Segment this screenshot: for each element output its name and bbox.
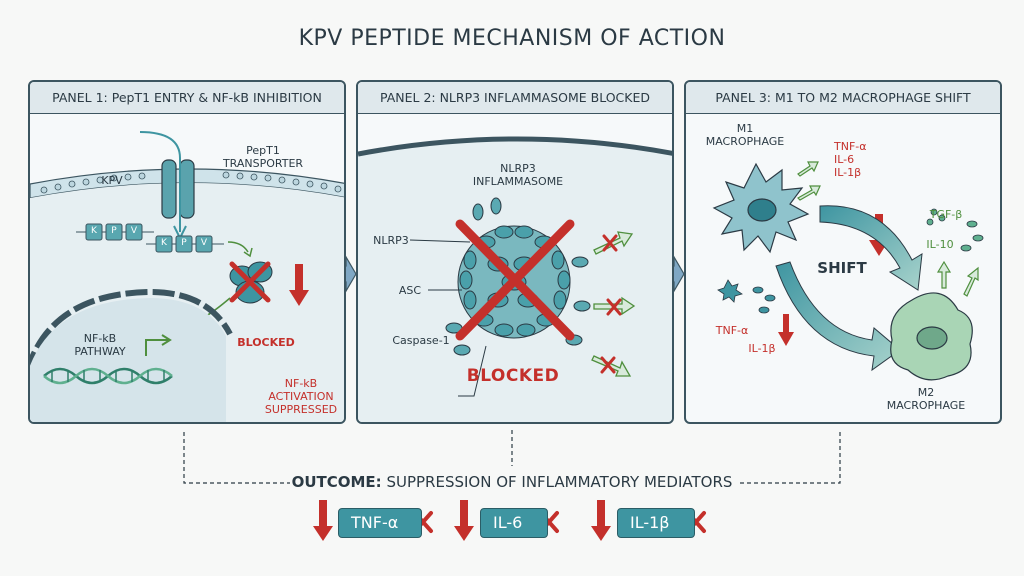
outcome-banner: OUTCOME: SUPPRESSION OF INFLAMMATORY MED… xyxy=(0,473,1024,491)
nucleus-membrane xyxy=(30,288,233,373)
asc-label: ASC xyxy=(398,284,422,297)
panel-2-header: PANEL 2: NLRP3 INFLAMMASOME BLOCKED xyxy=(358,82,672,114)
panel-3-illustration xyxy=(712,161,984,381)
residue-p: P xyxy=(111,226,117,236)
shift-arrow-upper xyxy=(819,205,923,291)
pept1-transporter-icon xyxy=(139,131,195,241)
page-title: KPV PEPTIDE MECHANISM OF ACTION xyxy=(298,26,726,51)
m2-label: M2 MACROPHAGE xyxy=(886,386,966,412)
mediator-il6: IL-6 xyxy=(480,508,548,538)
panel-2-illustration xyxy=(358,136,672,422)
activation-suppressed-label: NF-kB ACTIVATION SUPPRESSED xyxy=(264,377,338,416)
m1-cytokine-list: TNF-α IL-6 IL-1β xyxy=(834,140,867,179)
residue-k: K xyxy=(91,226,97,236)
kpv-peptide-internal xyxy=(146,235,224,253)
nlrp3-label: NLRP3 xyxy=(373,234,409,247)
low-il1b-label: IL-1β xyxy=(748,342,776,355)
m2-cytokine-particles xyxy=(926,208,984,252)
kpv-label: KPV xyxy=(101,174,123,187)
shift-label: SHIFT xyxy=(817,259,867,277)
outcome-text: SUPPRESSION OF INFLAMMATORY MEDIATORS xyxy=(381,473,733,491)
outcome-label: OUTCOME: xyxy=(291,473,382,491)
shift-arrow-lower xyxy=(775,261,901,372)
panel-3: PANEL 3: M1 TO M2 MACROPHAGE SHIFT xyxy=(684,80,1002,424)
m2-macrophage-icon xyxy=(890,292,973,381)
blocked-label: BLOCKED xyxy=(237,336,295,349)
low-tnf-label: TNF-α xyxy=(715,324,749,337)
decrease-arrow-icon xyxy=(289,264,309,306)
m1-label: M1 MACROPHAGE xyxy=(705,122,785,148)
residue-v: V xyxy=(130,226,138,236)
panel-3-header: PANEL 3: M1 TO M2 MACROPHAGE SHIFT xyxy=(686,82,1000,114)
blocked-label-large: BLOCKED xyxy=(466,366,560,386)
inflammasome-label: NLRP3 INFLAMMASOME xyxy=(472,162,564,188)
mediator-il1-beta: IL-1β xyxy=(617,508,695,538)
dna-helix-icon xyxy=(43,367,173,385)
caspase-label: Caspase-1 xyxy=(392,334,450,347)
mediator-tnf-alpha: TNF-α xyxy=(338,508,422,538)
transcription-arrow-icon xyxy=(145,339,168,356)
il10-label: IL-10 xyxy=(926,238,954,251)
residue-k-internal: K xyxy=(161,238,167,248)
m1-cytokine-particles xyxy=(717,279,776,314)
blocked-x-large-icon xyxy=(455,219,575,341)
m1-macrophage-icon xyxy=(712,162,810,254)
panel-1-header: PANEL 1: PepT1 ENTRY & NF-kB INHIBITION xyxy=(30,82,344,114)
decrease-arrow-low xyxy=(778,314,794,346)
panel-1-illustration xyxy=(30,131,344,422)
cell-membrane-2 xyxy=(358,136,672,157)
outcome-connector xyxy=(183,430,841,484)
panel-2: PANEL 2: NLRP3 INFLAMMASOME BLOCKED xyxy=(356,80,674,424)
residue-v-internal: V xyxy=(200,238,208,248)
decrease-arrows xyxy=(313,500,611,541)
residue-p-internal: P xyxy=(181,238,187,248)
tgf-beta-label: TGF-β xyxy=(929,208,963,221)
panel-1: PANEL 1: PepT1 ENTRY & NF-kB INHIBITION xyxy=(28,80,346,424)
transporter-label: PepT1 TRANSPORTER xyxy=(222,144,304,170)
blocked-x-icon xyxy=(229,261,271,303)
kpv-peptide-chain xyxy=(76,223,154,241)
nfkb-pathway-label: NF-kB PATHWAY xyxy=(74,332,126,358)
